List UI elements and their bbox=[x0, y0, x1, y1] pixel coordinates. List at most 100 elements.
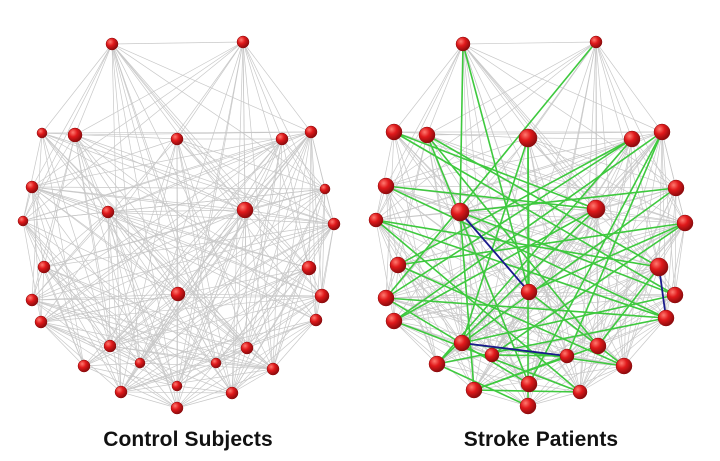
network-edge bbox=[31, 131, 312, 188]
highlighted-edge bbox=[426, 134, 530, 385]
network-edge bbox=[527, 137, 677, 189]
network-edge bbox=[40, 41, 244, 323]
network-edge bbox=[107, 211, 141, 364]
brain-region-node bbox=[67, 127, 83, 143]
network-edge bbox=[473, 131, 663, 391]
network-edge bbox=[40, 321, 111, 347]
network-edge bbox=[111, 43, 122, 393]
network-edge bbox=[459, 211, 493, 356]
network-edge bbox=[231, 209, 246, 394]
network-edge bbox=[109, 138, 178, 347]
highlighted-edge bbox=[473, 355, 568, 391]
highlighted-edge bbox=[459, 187, 677, 213]
network-edge bbox=[462, 43, 677, 189]
network-edge bbox=[40, 295, 323, 323]
highlighted-edge bbox=[461, 187, 677, 344]
network-edge bbox=[31, 299, 178, 409]
network-edge bbox=[176, 138, 217, 364]
brain-region-node bbox=[101, 205, 115, 219]
network-edge bbox=[244, 209, 248, 349]
network-edge bbox=[120, 188, 326, 393]
network-edge bbox=[176, 138, 283, 387]
highlighted-edge bbox=[491, 354, 568, 357]
brain-region-node bbox=[77, 359, 91, 373]
network-edge bbox=[385, 291, 530, 299]
network-edge bbox=[31, 186, 335, 225]
network-edge bbox=[176, 209, 246, 387]
brain-region-node bbox=[170, 286, 186, 302]
network-edge bbox=[426, 134, 686, 224]
network-edge bbox=[83, 188, 326, 367]
highlighted-edge bbox=[528, 131, 663, 385]
highlighted-edge bbox=[393, 131, 676, 296]
brain-region-node bbox=[518, 128, 538, 148]
brain-region-node bbox=[455, 36, 471, 52]
network-edge bbox=[31, 186, 179, 295]
brain-region-node bbox=[615, 357, 633, 375]
network-edge bbox=[623, 317, 667, 367]
brain-region-node bbox=[385, 123, 403, 141]
brain-region-node bbox=[377, 177, 395, 195]
network-edge bbox=[31, 209, 246, 301]
network-edge bbox=[22, 220, 122, 393]
brain-region-node bbox=[134, 357, 146, 369]
network-edge bbox=[109, 209, 246, 347]
network-edge bbox=[31, 293, 179, 301]
brain-region-node bbox=[676, 214, 694, 232]
network-edge bbox=[41, 132, 85, 367]
network-edge bbox=[40, 321, 274, 370]
network-edge bbox=[111, 43, 179, 295]
brain-region-node bbox=[17, 215, 29, 227]
network-edge bbox=[595, 41, 663, 133]
network-edge bbox=[397, 264, 463, 344]
network-edge bbox=[31, 186, 326, 190]
network-edge bbox=[31, 299, 248, 349]
network-edge bbox=[22, 211, 109, 222]
network-edge bbox=[385, 185, 660, 268]
brain-region-node bbox=[450, 202, 470, 222]
network-edge bbox=[426, 134, 667, 319]
network-edge bbox=[31, 43, 113, 188]
network-edge bbox=[40, 321, 178, 387]
network-edge bbox=[231, 267, 310, 394]
network-edge bbox=[43, 223, 335, 268]
network-edge bbox=[74, 134, 246, 211]
network-edge bbox=[177, 209, 246, 295]
network-edge bbox=[375, 219, 463, 344]
brain-region-node bbox=[225, 386, 239, 400]
network-edge bbox=[246, 131, 312, 349]
brain-region-node bbox=[327, 217, 341, 231]
network-edge bbox=[272, 267, 310, 370]
network-edge bbox=[393, 320, 530, 385]
highlighted-edge bbox=[385, 185, 597, 210]
brain-region-node bbox=[572, 384, 588, 400]
network-edge bbox=[107, 188, 326, 213]
network-edge bbox=[272, 131, 312, 370]
highlighted-edge bbox=[459, 211, 676, 296]
network-edge bbox=[22, 134, 76, 222]
brain-region-node bbox=[653, 123, 671, 141]
network-edge bbox=[177, 293, 323, 297]
network-edge bbox=[139, 362, 178, 409]
highlighted-edge bbox=[385, 185, 667, 319]
network-edge bbox=[631, 138, 660, 268]
network-edge bbox=[139, 362, 178, 387]
network-edge bbox=[385, 131, 395, 299]
network-edge bbox=[107, 211, 248, 349]
network-edge bbox=[31, 186, 323, 297]
network-edge bbox=[595, 41, 625, 367]
network-edge bbox=[597, 294, 676, 347]
network-edge bbox=[43, 266, 111, 347]
highlighted-edge-dark bbox=[461, 342, 568, 357]
network-edge bbox=[385, 185, 677, 189]
network-edge bbox=[385, 131, 663, 187]
network-edge bbox=[74, 131, 312, 136]
brain-region-node bbox=[377, 289, 395, 307]
network-edge bbox=[491, 41, 597, 356]
network-edge bbox=[393, 41, 597, 322]
highlighted-edge bbox=[393, 208, 597, 322]
brain-region-node bbox=[236, 201, 254, 219]
network-edge bbox=[109, 345, 233, 394]
highlighted-edge bbox=[459, 211, 475, 391]
brain-region-node bbox=[236, 35, 250, 49]
